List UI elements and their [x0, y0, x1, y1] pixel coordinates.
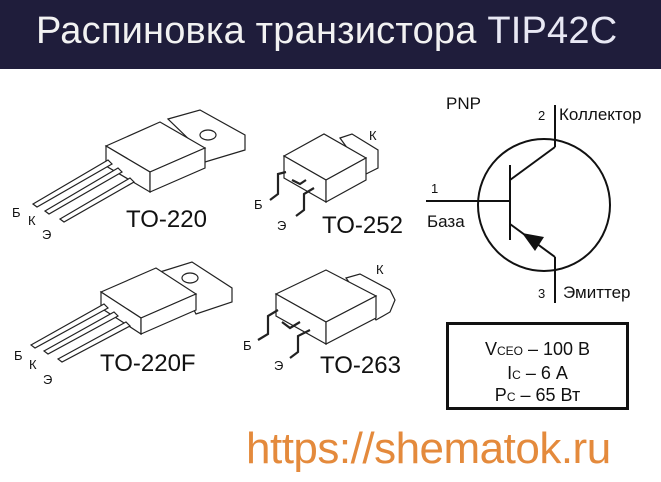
- specifications-box: VCEO – 100 В IC – 6 А PC – 65 Вт: [446, 322, 629, 410]
- to252-label: TO-252: [322, 212, 403, 239]
- spec-pc: PC – 65 Вт: [494, 385, 581, 405]
- title-text: Распиновка транзистора: [36, 10, 477, 52]
- to220-package-drawing: [31, 109, 246, 223]
- to252-pin-collector: К: [369, 128, 377, 143]
- transistor-type: PNP: [446, 94, 481, 113]
- to220-pin-collector: К: [28, 213, 36, 228]
- to220-pin-emitter: Э: [42, 227, 52, 242]
- pin3-number: 3: [538, 286, 546, 301]
- to220-pin-base: Б: [12, 205, 21, 220]
- pin2-label-collector: Коллектор: [559, 105, 642, 124]
- to252-pin-emitter: Э: [277, 218, 287, 233]
- part-number: TIP42C: [487, 10, 618, 52]
- to263-label: TO-263: [320, 352, 401, 379]
- spec-ic: IC – 6 А: [507, 363, 568, 383]
- to252-package-drawing: [269, 133, 379, 217]
- spec-vceo: VCEO – 100 В: [484, 339, 591, 359]
- to263-pin-collector: К: [376, 262, 384, 277]
- page-title: Распиновка транзистора TIP42C: [36, 10, 617, 53]
- pnp-schematic-symbol: [426, 105, 611, 303]
- emitter-arrow-icon: [522, 233, 544, 251]
- watermark-url: https://shematok.ru: [246, 424, 611, 473]
- pin1-label-base: База: [427, 212, 465, 231]
- header-banner: Распиновка транзистора TIP42C: [0, 0, 661, 69]
- to252-pin-base: Б: [254, 197, 263, 212]
- pin3-label-emitter: Эмиттер: [563, 283, 631, 302]
- to220-label: TO-220: [126, 206, 207, 233]
- to220f-pin-base: Б: [14, 348, 23, 363]
- to263-package-drawing: [257, 269, 396, 359]
- pin2-number: 2: [538, 108, 546, 123]
- to220f-pin-collector: К: [29, 357, 37, 372]
- pin1-number: 1: [431, 181, 439, 196]
- to263-pin-base: Б: [243, 338, 252, 353]
- to263-pin-emitter: Э: [274, 358, 284, 373]
- to220f-package-drawing: [29, 261, 233, 363]
- to220f-label: TO-220F: [100, 350, 196, 377]
- to220f-pin-emitter: Э: [43, 372, 53, 387]
